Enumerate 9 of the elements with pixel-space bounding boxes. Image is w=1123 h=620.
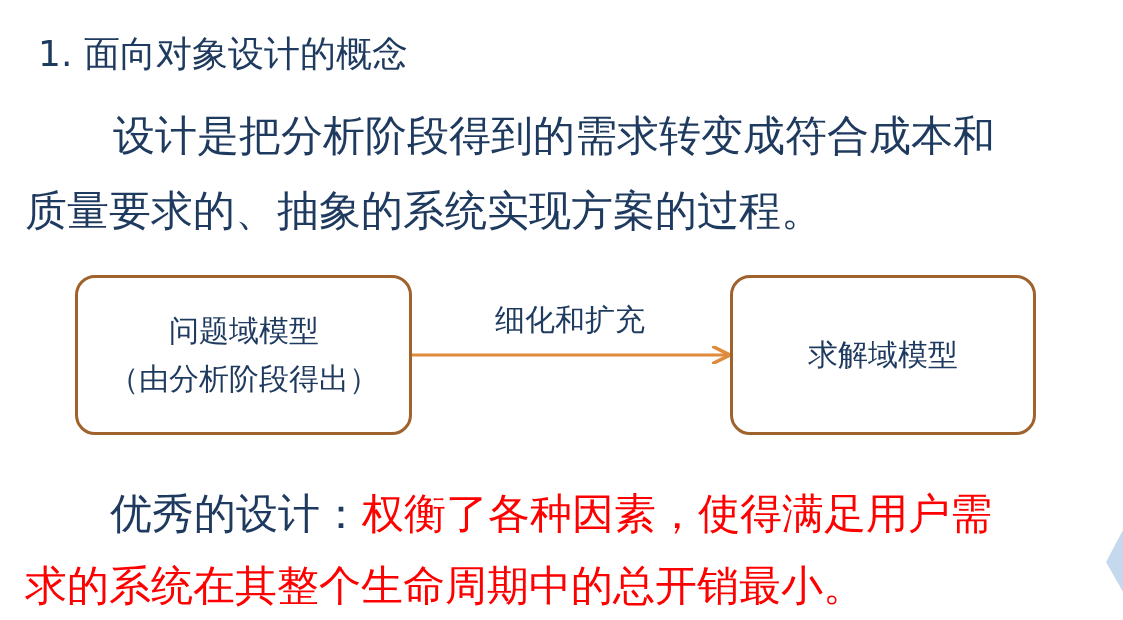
model-box [75,275,412,435]
node-text: （由分析阶段得出） [108,360,379,398]
paragraph: 优秀的设计：权衡了各种因素，使得满足用户需求的系统在其整个生命周期中的总开销最小。 [25,488,993,612]
model-box [730,275,1036,435]
edge-label: 细化和扩充 [494,301,646,339]
node-text: 求解域模型 [808,336,958,374]
title: 1. 面向对象设计的概念 [38,32,408,76]
paragraph: 设计是把分析阶段得到的需求转变成符合成本和质量要求的、抽象的系统实现方案的过程。 [25,110,996,237]
node-text: 问题域模型 [168,312,319,350]
